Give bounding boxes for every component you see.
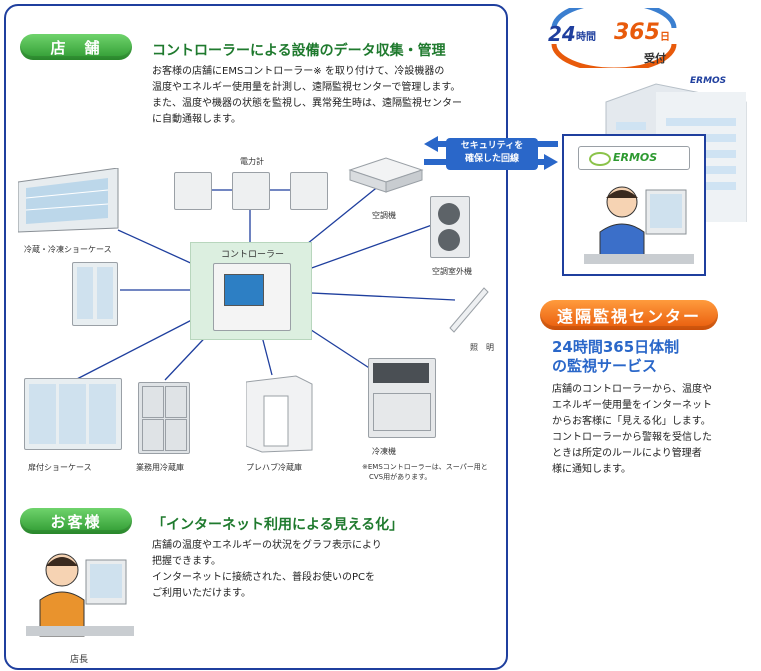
center-description: 店舗のコントローラーから、温度や エネルギー使用量をインターネット からお客様に… — [552, 384, 712, 475]
door-showcase-caption: 扉付ショーケース — [28, 463, 92, 472]
customer-badge: お客様 — [20, 508, 132, 534]
fan-bottom — [438, 229, 460, 251]
badge-hours: 24 — [548, 22, 576, 46]
aircon-outdoor-caption: 空調室外機 — [432, 267, 472, 276]
unit-panel — [373, 393, 431, 431]
power-meter-3 — [290, 172, 328, 210]
glass-door-right — [97, 267, 113, 319]
fridge-door-3 — [142, 419, 164, 451]
store-heading: コントローラーによる設備のデータ収集・管理 — [152, 43, 446, 59]
center-title: 遠隔監視センター — [540, 300, 718, 330]
refrigerator-unit-image — [368, 358, 436, 438]
refrigerator-unit-caption: 冷凍機 — [372, 447, 396, 456]
controller-label: コントローラー — [221, 250, 285, 260]
center-subtitle: 24時間365日体制 の監視サービス — [552, 338, 680, 375]
fan-top — [438, 203, 460, 225]
fridge-door-4 — [165, 419, 187, 451]
power-meter-1 — [174, 172, 212, 210]
ermos-logo-mark — [589, 152, 611, 166]
glass-door-fridge — [72, 262, 118, 326]
ermos-logo-text: ERMOS — [613, 151, 658, 164]
prefab-fridge-image — [246, 375, 313, 453]
ems-footnote: ※EMSコントローラーは、スーパー用と CVS用があります。 — [362, 463, 488, 481]
commercial-fridge-image — [138, 382, 190, 454]
glass-door-left — [77, 267, 93, 319]
secure-line-label: セキュリティを 確保した回線 — [446, 138, 538, 170]
door-pane-3 — [89, 384, 116, 444]
24h-365-badge-ring — [551, 8, 677, 68]
door-pane-1 — [29, 384, 56, 444]
door-showcase-image — [24, 378, 122, 450]
fridge-door-1 — [142, 386, 164, 418]
open-showcase-image — [18, 168, 119, 233]
store-badge: 店 舗 — [20, 34, 132, 60]
controller-screen — [224, 274, 264, 306]
badge-accept: 受付 — [644, 52, 666, 65]
badge-days-unit: 日 — [660, 32, 670, 43]
operator-illustration — [584, 186, 694, 264]
aircon-image — [348, 157, 424, 193]
power-meter-label: 電力計 — [240, 157, 264, 166]
power-meter-2 — [232, 172, 270, 210]
badge-hours-unit: 時間 — [576, 32, 596, 43]
customer-description: 店舗の温度やエネルギーの状況をグラフ表示により 把握できます。 インターネットに… — [152, 540, 382, 599]
showcase-caption: 冷蔵・冷凍ショーケース — [24, 245, 112, 254]
store-description: お客様の店舗にEMSコントローラー※ を取り付けて、冷設機器の 温度やエネルギー… — [152, 66, 462, 125]
fridge-door-2 — [165, 386, 187, 418]
door-pane-2 — [59, 384, 86, 444]
center-operator-frame: ERMOS — [562, 134, 706, 276]
lighting-image — [449, 287, 489, 333]
store-manager-illustration — [26, 553, 134, 637]
prefab-fridge-caption: プレハブ冷蔵庫 — [246, 463, 302, 472]
controller-box: コントローラー — [190, 242, 312, 340]
building-logo: ERMOS — [690, 76, 727, 86]
lighting-caption: 照 明 — [470, 343, 494, 352]
commercial-fridge-caption: 業務用冷蔵庫 — [136, 463, 184, 472]
unit-fan-grille — [373, 363, 429, 383]
ermos-logo-box: ERMOS — [578, 146, 690, 170]
aircon-outdoor-image — [430, 196, 470, 258]
aircon-caption: 空調機 — [372, 211, 396, 220]
badge-days: 365 — [614, 20, 660, 45]
store-manager-caption: 店長 — [70, 655, 89, 665]
controller-unit — [213, 263, 291, 331]
customer-heading: 「インターネット利用による見える化」 — [152, 517, 404, 533]
